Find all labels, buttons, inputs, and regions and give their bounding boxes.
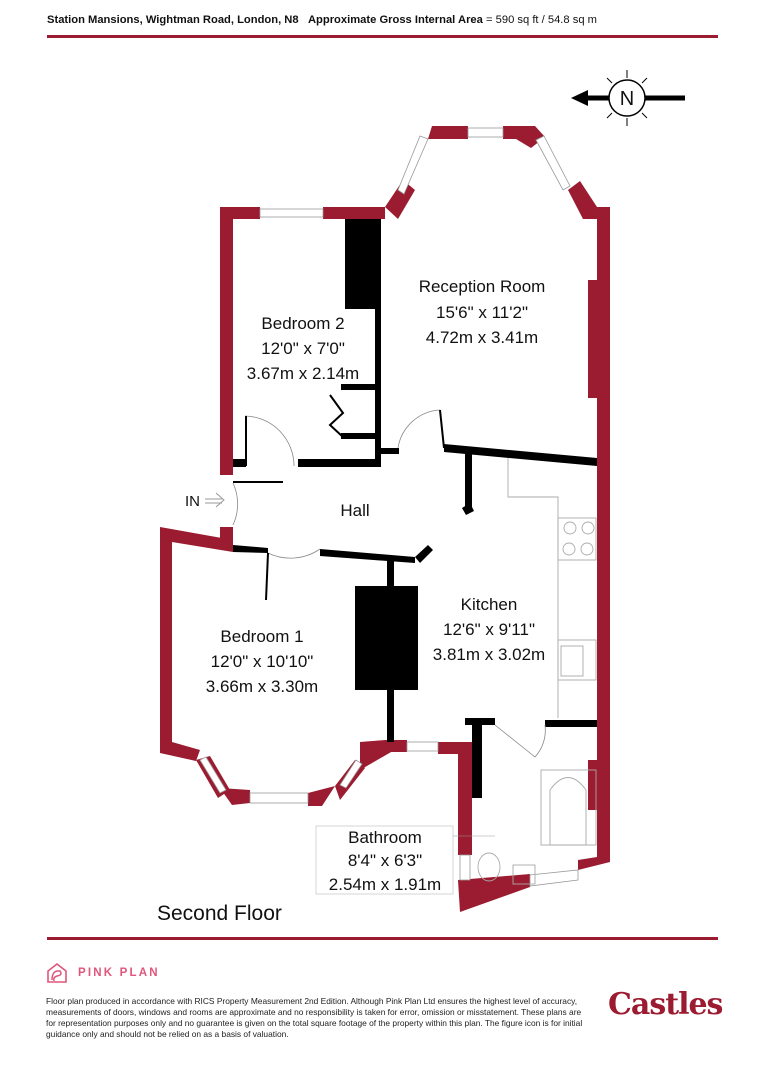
room-labels: Reception Room 15'6" x 11'2" 4.72m x 3.4… xyxy=(206,277,546,696)
reception-name: Reception Room xyxy=(419,277,546,296)
property-address: Station Mansions, Wightman Road, London,… xyxy=(47,14,299,26)
kitchen-imperial: 12'6" x 9'11" xyxy=(443,620,535,639)
header-rule xyxy=(47,35,718,38)
floor-plan: N xyxy=(160,70,685,912)
svg-text:IN: IN xyxy=(185,493,200,510)
kitchen-metric: 3.81m x 3.02m xyxy=(433,645,545,664)
door-leaves xyxy=(233,394,445,601)
area-label: Approximate Gross Internal Area xyxy=(307,14,483,26)
bedroom1-imperial: 12'0" x 10'10" xyxy=(211,652,314,671)
windows xyxy=(199,127,579,887)
footer-rule xyxy=(47,937,718,940)
pink-plan-text: PINK PLAN xyxy=(78,967,160,979)
bedroom2-name: Bedroom 2 xyxy=(261,314,344,333)
svg-text:N: N xyxy=(620,88,634,110)
svg-text:Bathroom: Bathroom xyxy=(348,828,422,847)
entrance-marker: IN xyxy=(185,492,225,510)
header: Station Mansions, Wightman Road, London,… xyxy=(47,14,717,36)
disclaimer: Floor plan produced in accordance with R… xyxy=(46,996,583,1039)
svg-text:2.54m x 1.91m: 2.54m x 1.91m xyxy=(329,875,441,894)
bedroom1-name: Bedroom 1 xyxy=(220,627,303,646)
bedroom2-imperial: 12'0" x 7'0" xyxy=(261,339,345,358)
hall-name: Hall xyxy=(340,501,369,520)
kitchen-name: Kitchen xyxy=(461,595,518,614)
reception-metric: 4.72m x 3.41m xyxy=(426,328,538,347)
area-value: = 590 sq ft / 54.8 sq m xyxy=(485,14,597,26)
bedroom1-metric: 3.66m x 3.30m xyxy=(206,677,318,696)
external-walls xyxy=(160,126,610,912)
pink-plan-brand: PINK PLAN xyxy=(46,962,160,984)
internal-walls xyxy=(233,219,597,798)
bathroom-label: Bathroom 8'4" x 6'3" 2.54m x 1.91m xyxy=(315,825,495,895)
svg-text:8'4" x 6'3": 8'4" x 6'3" xyxy=(348,851,422,870)
north-compass-icon: N xyxy=(571,70,685,126)
reception-imperial: 15'6" x 11'2" xyxy=(436,303,528,322)
fixtures xyxy=(477,458,597,885)
castles-logo: Castles xyxy=(608,987,723,1022)
bedroom2-metric: 3.67m x 2.14m xyxy=(247,364,359,383)
door-swings xyxy=(232,409,546,758)
pink-plan-house-icon xyxy=(47,962,67,983)
floor-label: Second Floor xyxy=(157,902,282,925)
